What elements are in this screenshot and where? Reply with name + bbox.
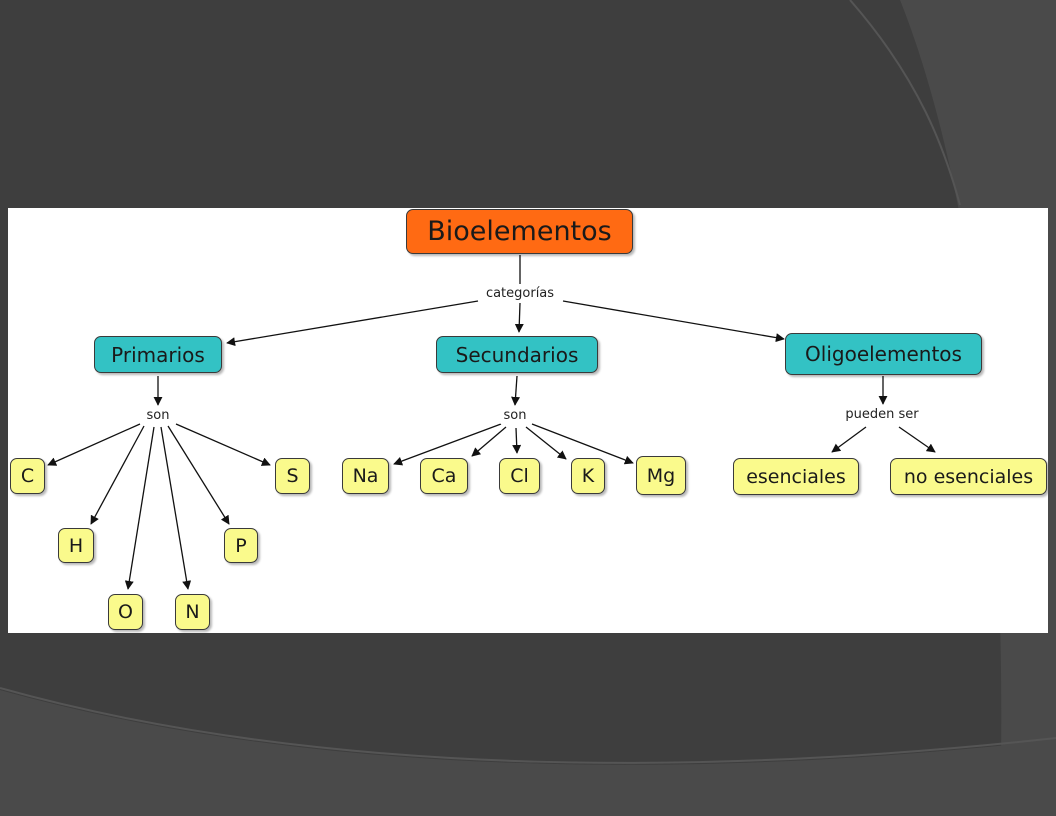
node-label: Mg — [646, 464, 676, 487]
node-p: P — [224, 528, 258, 563]
concept-map: Bioelementos categorías Primarios Secund… — [8, 208, 1048, 633]
node-label: H — [68, 534, 84, 557]
node-esenciales: esenciales — [733, 458, 859, 495]
node-label: Primarios — [111, 342, 205, 367]
node-oligoelementos: Oligoelementos — [785, 333, 982, 375]
node-label: esenciales — [746, 465, 846, 488]
link-label-categorias: categorías — [482, 286, 558, 302]
node-mg: Mg — [636, 456, 686, 495]
node-label: Cl — [510, 465, 529, 487]
node-label: K — [581, 465, 595, 487]
node-s: S — [275, 458, 310, 494]
node-c: C — [10, 458, 45, 494]
concept-map-connectors — [47, 255, 936, 590]
node-o: O — [108, 594, 143, 630]
node-no-esenciales: no esenciales — [890, 458, 1047, 495]
node-n: N — [175, 594, 210, 630]
node-k: K — [571, 458, 605, 494]
link-label-son-primarios: son — [143, 408, 173, 424]
node-primarios: Primarios — [94, 336, 222, 373]
node-label: Secundarios — [455, 342, 579, 367]
node-label: Oligoelementos — [805, 342, 962, 366]
node-label: Bioelementos — [427, 216, 612, 247]
node-cl: Cl — [499, 458, 540, 494]
node-na: Na — [342, 458, 389, 494]
node-bioelementos: Bioelementos — [406, 209, 633, 254]
node-secundarios: Secundarios — [436, 336, 598, 373]
node-label: O — [118, 601, 133, 623]
node-label: Na — [352, 465, 379, 487]
node-label: P — [235, 534, 247, 557]
node-h: H — [58, 528, 94, 563]
node-label: S — [286, 465, 299, 487]
node-label: C — [20, 465, 35, 487]
link-label-pueden-ser: pueden ser — [842, 407, 922, 423]
node-label: N — [185, 601, 200, 623]
node-label: no esenciales — [903, 465, 1034, 488]
node-ca: Ca — [420, 458, 468, 494]
link-label-son-secundarios: son — [500, 408, 530, 424]
node-label: Ca — [431, 465, 457, 487]
